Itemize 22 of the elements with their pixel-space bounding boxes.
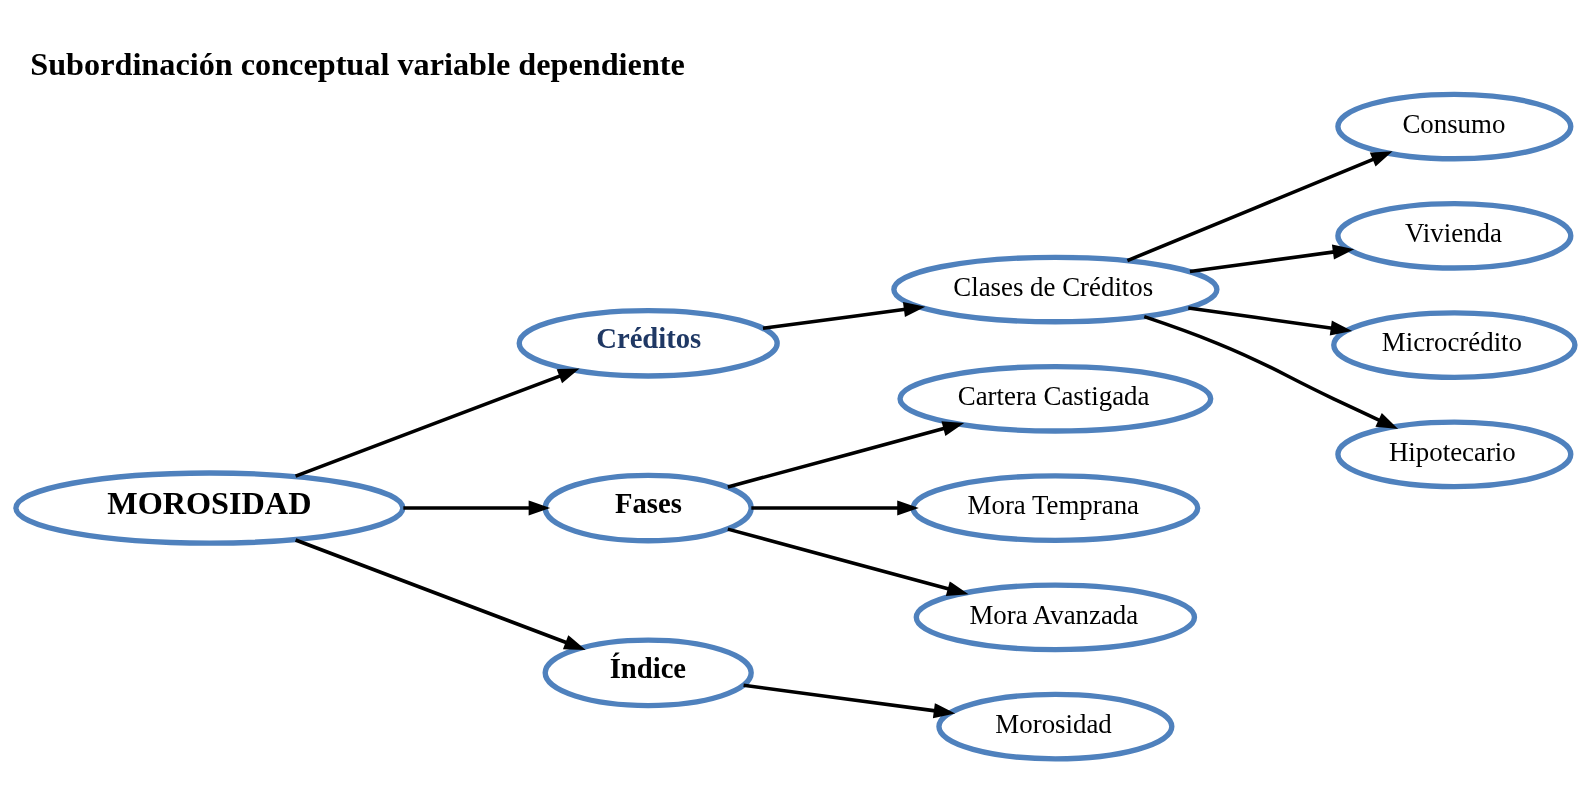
node-ellipse: MOROSIDAD <box>13 469 406 546</box>
arrow <box>294 537 586 650</box>
node-ellipse: Hipotecario <box>1335 418 1574 489</box>
node-ellipse: Morosidad <box>936 691 1175 762</box>
node-ellipse: Créditos <box>516 307 780 379</box>
arrow <box>1126 150 1393 262</box>
node-ellipse: Fases <box>542 472 754 543</box>
node-ellipse: Clases de Créditos <box>891 254 1220 324</box>
arrow <box>1143 314 1399 429</box>
arrow <box>1189 244 1355 273</box>
arrow <box>403 500 551 516</box>
arrow <box>1188 305 1353 335</box>
arrow <box>727 420 965 489</box>
diagram-title: Subordinación conceptual variable dependiente <box>30 45 685 82</box>
arrow <box>743 683 956 718</box>
arrow <box>727 526 969 596</box>
arrow <box>762 301 926 330</box>
node-ellipse: Mora Temprana <box>910 472 1201 543</box>
node-ellipse: Consumo <box>1335 91 1574 161</box>
arrow <box>294 368 580 478</box>
node-ellipse: Vivienda <box>1335 200 1574 271</box>
arrow <box>751 500 919 516</box>
